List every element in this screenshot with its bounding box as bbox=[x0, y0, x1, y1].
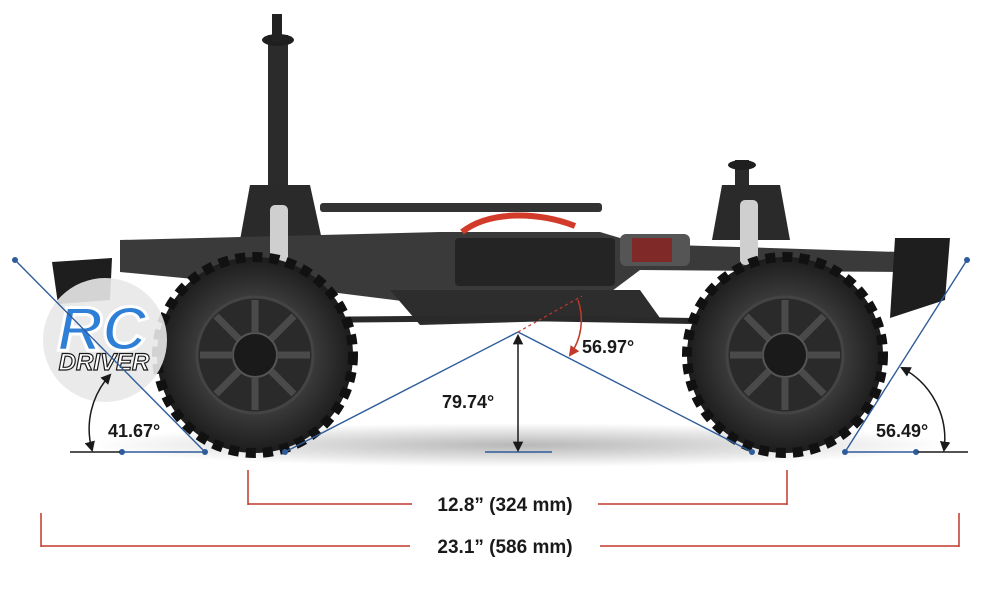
rc-driver-logo: RC DRIVER bbox=[43, 278, 167, 402]
approach-angle-label: 41.67° bbox=[108, 421, 160, 441]
overall-length-dimension bbox=[40, 513, 960, 547]
wheelbase-dimension bbox=[247, 470, 788, 505]
upper-frame-rail bbox=[320, 203, 602, 212]
angle-lines bbox=[14, 259, 968, 453]
breakover-line-left bbox=[284, 331, 519, 453]
rear-shock bbox=[740, 200, 758, 265]
breakover-angle-label: 79.74° bbox=[442, 392, 494, 412]
rear-wheel bbox=[682, 252, 888, 458]
breakover-line-right bbox=[517, 331, 753, 453]
departure-line bbox=[844, 259, 968, 453]
esc-box bbox=[455, 238, 615, 286]
front-wheel bbox=[152, 252, 358, 458]
front-shock bbox=[270, 205, 288, 265]
logo-driver-text: DRIVER bbox=[59, 349, 150, 376]
wheelbase-label: 12.8” (324 mm) bbox=[437, 495, 572, 516]
breakover-side-angle-label: 56.97° bbox=[582, 337, 634, 357]
departure-angle-label: 56.49° bbox=[876, 421, 928, 441]
departure-angle-arc bbox=[900, 367, 951, 453]
approach-line bbox=[14, 259, 206, 453]
red-wire bbox=[460, 212, 577, 235]
breakover-side-arc bbox=[568, 299, 583, 357]
rear-bumper-mount bbox=[890, 238, 950, 318]
body-post-front bbox=[268, 35, 288, 205]
logo-rc-text: RC bbox=[57, 295, 148, 364]
approach-angle-arc bbox=[84, 373, 112, 453]
overall-length-label: 23.1” (586 mm) bbox=[437, 537, 572, 558]
